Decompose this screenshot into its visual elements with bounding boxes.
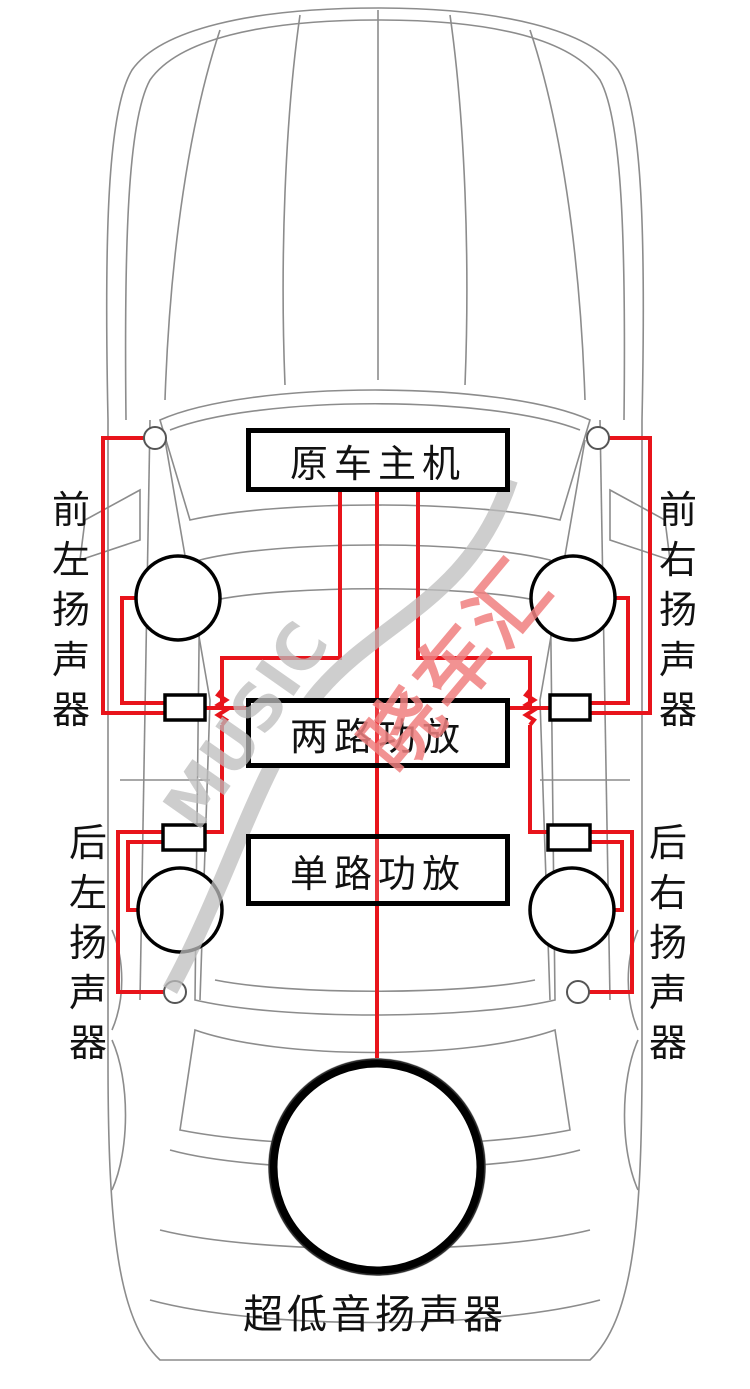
wiring xyxy=(101,436,652,1058)
wire-head-right xyxy=(416,490,532,708)
subwoofer-circle xyxy=(268,1058,486,1276)
label-char: 声 xyxy=(51,638,90,682)
rear-right-tweeter xyxy=(566,980,590,1004)
label-char: 后 xyxy=(68,821,107,865)
label-char: 前 xyxy=(658,488,697,532)
head-unit-box: 原车主机 xyxy=(246,428,510,492)
two-channel-amp-box: 两路功放 xyxy=(246,698,510,768)
wire-fr-woofer xyxy=(590,596,630,705)
wire-rr-woofer xyxy=(590,840,624,912)
label-char: 器 xyxy=(658,688,697,732)
label-char: 器 xyxy=(51,688,90,732)
wire-fl-woofer xyxy=(120,596,165,705)
front-right-speaker-label: 前右扬声器 xyxy=(652,485,704,735)
rear-right-speaker-label: 后右扬声器 xyxy=(642,818,694,1068)
label-char: 前 xyxy=(51,488,90,532)
label-char: 左 xyxy=(68,871,107,915)
front-left-tweeter xyxy=(143,426,167,450)
crossovers xyxy=(161,693,592,852)
subwoofer-label: 超低音扬声器 xyxy=(243,1292,507,1338)
two-channel-amp-label: 两路功放 xyxy=(289,714,466,759)
watermark-swoosh xyxy=(162,477,518,994)
label-char: 器 xyxy=(68,1021,107,1065)
wire-rr-tweeter xyxy=(578,830,634,994)
wire-fr-tweeter xyxy=(590,436,652,715)
wire-fl-tweeter xyxy=(101,436,165,715)
label-char: 扬 xyxy=(68,921,107,965)
front-right-tweeter xyxy=(586,426,610,450)
label-char: 后 xyxy=(648,821,687,865)
front-left-crossover xyxy=(163,693,207,722)
head-unit-label: 原车主机 xyxy=(289,441,466,486)
rear-left-crossover xyxy=(161,823,207,852)
mono-amp-box: 单路功放 xyxy=(246,834,510,906)
label-char: 右 xyxy=(658,538,697,582)
label-char: 左 xyxy=(51,538,90,582)
front-right-crossover xyxy=(548,693,592,722)
wire-rl-woofer xyxy=(126,840,163,912)
subwoofer xyxy=(268,1058,486,1276)
label-char: 声 xyxy=(68,971,107,1015)
wire-rl-tweeter xyxy=(116,830,175,994)
label-char: 扬 xyxy=(658,588,697,632)
rear-left-speaker-label: 后左扬声器 xyxy=(62,818,114,1068)
mono-amp-label: 单路功放 xyxy=(289,851,466,896)
label-char: 右 xyxy=(648,871,687,915)
label-char: 扬 xyxy=(648,921,687,965)
label-char: 声 xyxy=(658,638,697,682)
wire-head-left xyxy=(220,490,342,708)
rear-right-crossover xyxy=(546,823,592,852)
rear-right-woofer xyxy=(528,866,616,954)
label-char: 器 xyxy=(648,1021,687,1065)
label-char: 声 xyxy=(648,971,687,1015)
front-right-woofer xyxy=(529,554,617,642)
label-char: 扬 xyxy=(51,588,90,632)
front-left-speaker-label: 前左扬声器 xyxy=(45,485,97,735)
front-left-woofer xyxy=(134,554,222,642)
